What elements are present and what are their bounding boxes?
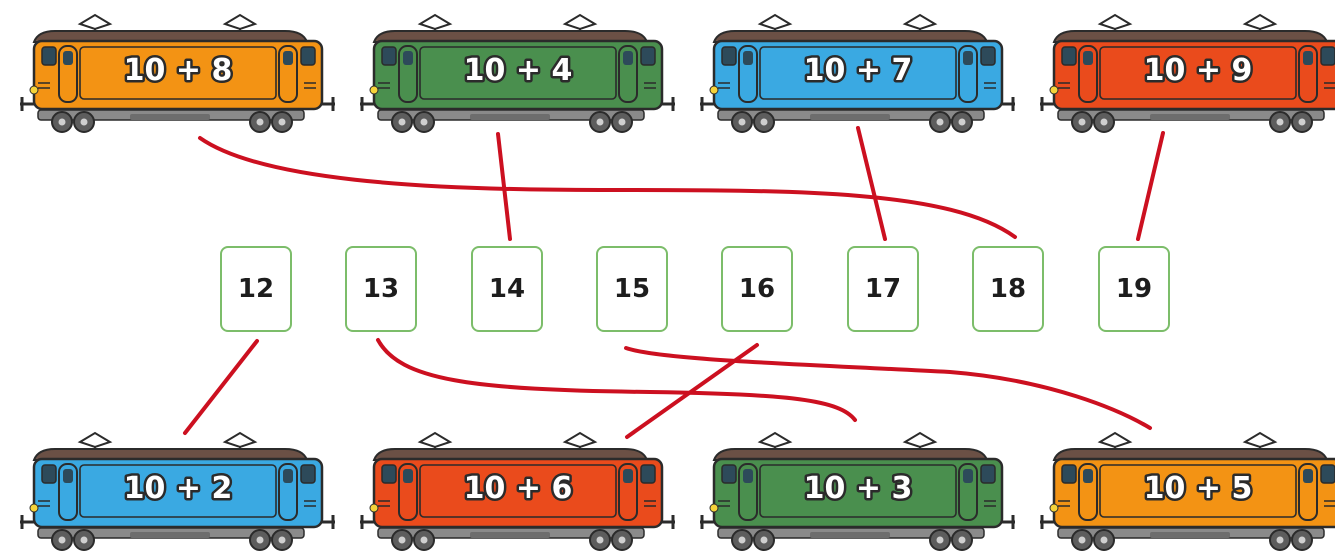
top-car-1: 10 + 8	[18, 13, 337, 134]
connection-line	[376, 338, 857, 422]
connection-line	[198, 136, 1017, 239]
bottom-car-2: 10 + 6	[358, 431, 677, 552]
number-label: 13	[362, 274, 400, 304]
connection-line	[496, 132, 512, 241]
bottom-car-1: 10 + 2	[18, 431, 337, 552]
number-box-12[interactable]: 12	[220, 246, 292, 332]
top-car-4: 10 + 9	[1038, 13, 1335, 134]
car-expression: 10 + 6	[464, 471, 573, 506]
number-label: 12	[237, 274, 275, 304]
number-box-13[interactable]: 13	[345, 246, 417, 332]
number-box-14[interactable]: 14	[471, 246, 543, 332]
car-expression: 10 + 5	[1144, 471, 1253, 506]
bottom-car-3: 10 + 3	[698, 431, 1017, 552]
connection-line	[1136, 131, 1165, 241]
bottom-car-4: 10 + 5	[1038, 431, 1335, 552]
number-label: 14	[488, 274, 526, 304]
car-expression: 10 + 3	[804, 471, 913, 506]
number-label: 18	[989, 274, 1027, 304]
number-box-18[interactable]: 18	[972, 246, 1044, 332]
number-box-17[interactable]: 17	[847, 246, 919, 332]
number-label: 15	[613, 274, 651, 304]
top-car-2: 10 + 4	[358, 13, 677, 134]
car-expression: 10 + 4	[464, 53, 573, 88]
car-expression: 10 + 7	[804, 53, 913, 88]
number-label: 16	[738, 274, 776, 304]
connection-line	[624, 346, 1152, 430]
number-label: 19	[1115, 274, 1153, 304]
number-box-19[interactable]: 19	[1098, 246, 1170, 332]
top-car-3: 10 + 7	[698, 13, 1017, 134]
connection-line	[856, 126, 887, 241]
number-box-15[interactable]: 15	[596, 246, 668, 332]
car-expression: 10 + 8	[124, 53, 233, 88]
car-expression: 10 + 2	[124, 471, 233, 506]
connection-line	[183, 339, 259, 435]
car-expression: 10 + 9	[1144, 53, 1253, 88]
number-box-16[interactable]: 16	[721, 246, 793, 332]
number-label: 17	[864, 274, 902, 304]
